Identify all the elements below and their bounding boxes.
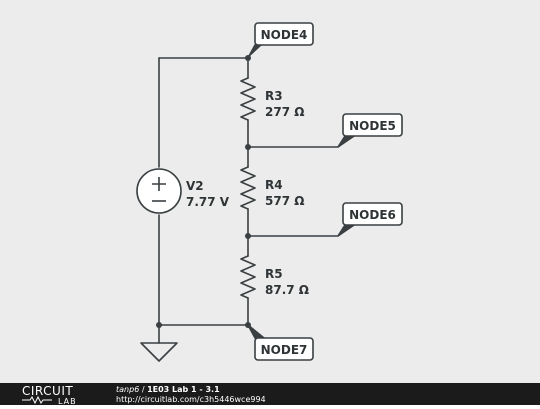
- junction-node6: [245, 233, 251, 239]
- node7-label: NODE7: [261, 343, 308, 357]
- footer-bar: CIRCUIT LAB tanp6 / 1E03 Lab 1 - 3.1 htt…: [0, 383, 540, 406]
- v2-value: 7.77 V: [186, 195, 230, 209]
- r3-value: 277 Ω: [265, 105, 304, 119]
- r5-name: R5: [265, 267, 283, 281]
- footer-user: tanp6: [116, 385, 139, 394]
- plus-icon: [152, 177, 166, 191]
- node6-tag: NODE6: [337, 202, 403, 237]
- schematic-canvas: V2 7.77 V R3 277 Ω R4 577 Ω R5 87.7 Ω NO…: [0, 0, 540, 383]
- logo-lab: LAB: [58, 397, 77, 405]
- junction-ground: [156, 322, 162, 328]
- r5-value: 87.7 Ω: [265, 283, 309, 297]
- node6-label: NODE6: [349, 208, 396, 222]
- node7-tag: NODE7: [247, 324, 314, 361]
- logo-circuit: CIRCUIT: [22, 384, 73, 398]
- footer-title: 1E03 Lab 1 - 3.1: [147, 385, 220, 394]
- node4-tag: NODE4: [247, 22, 314, 59]
- footer-url[interactable]: http://circuitlab.com/c3h5446wce994: [116, 395, 266, 404]
- resistor-r3: [240, 77, 256, 121]
- resistor-logo-icon: [22, 395, 52, 405]
- r4-name: R4: [265, 178, 283, 192]
- footer-separator: /: [139, 385, 147, 394]
- footer-title-line: tanp6 / 1E03 Lab 1 - 3.1: [116, 385, 220, 394]
- v2-name: V2: [186, 179, 204, 193]
- junction-node5: [245, 144, 251, 150]
- resistor-r4: [240, 166, 256, 210]
- node4-label: NODE4: [261, 28, 308, 42]
- r3-name: R3: [265, 89, 283, 103]
- node5-label: NODE5: [349, 119, 396, 133]
- circuitlab-logo[interactable]: CIRCUIT LAB: [22, 384, 77, 406]
- ground-symbol: [140, 342, 178, 362]
- node5-tag: NODE5: [337, 113, 403, 148]
- r4-value: 577 Ω: [265, 194, 304, 208]
- resistor-r5: [240, 255, 256, 299]
